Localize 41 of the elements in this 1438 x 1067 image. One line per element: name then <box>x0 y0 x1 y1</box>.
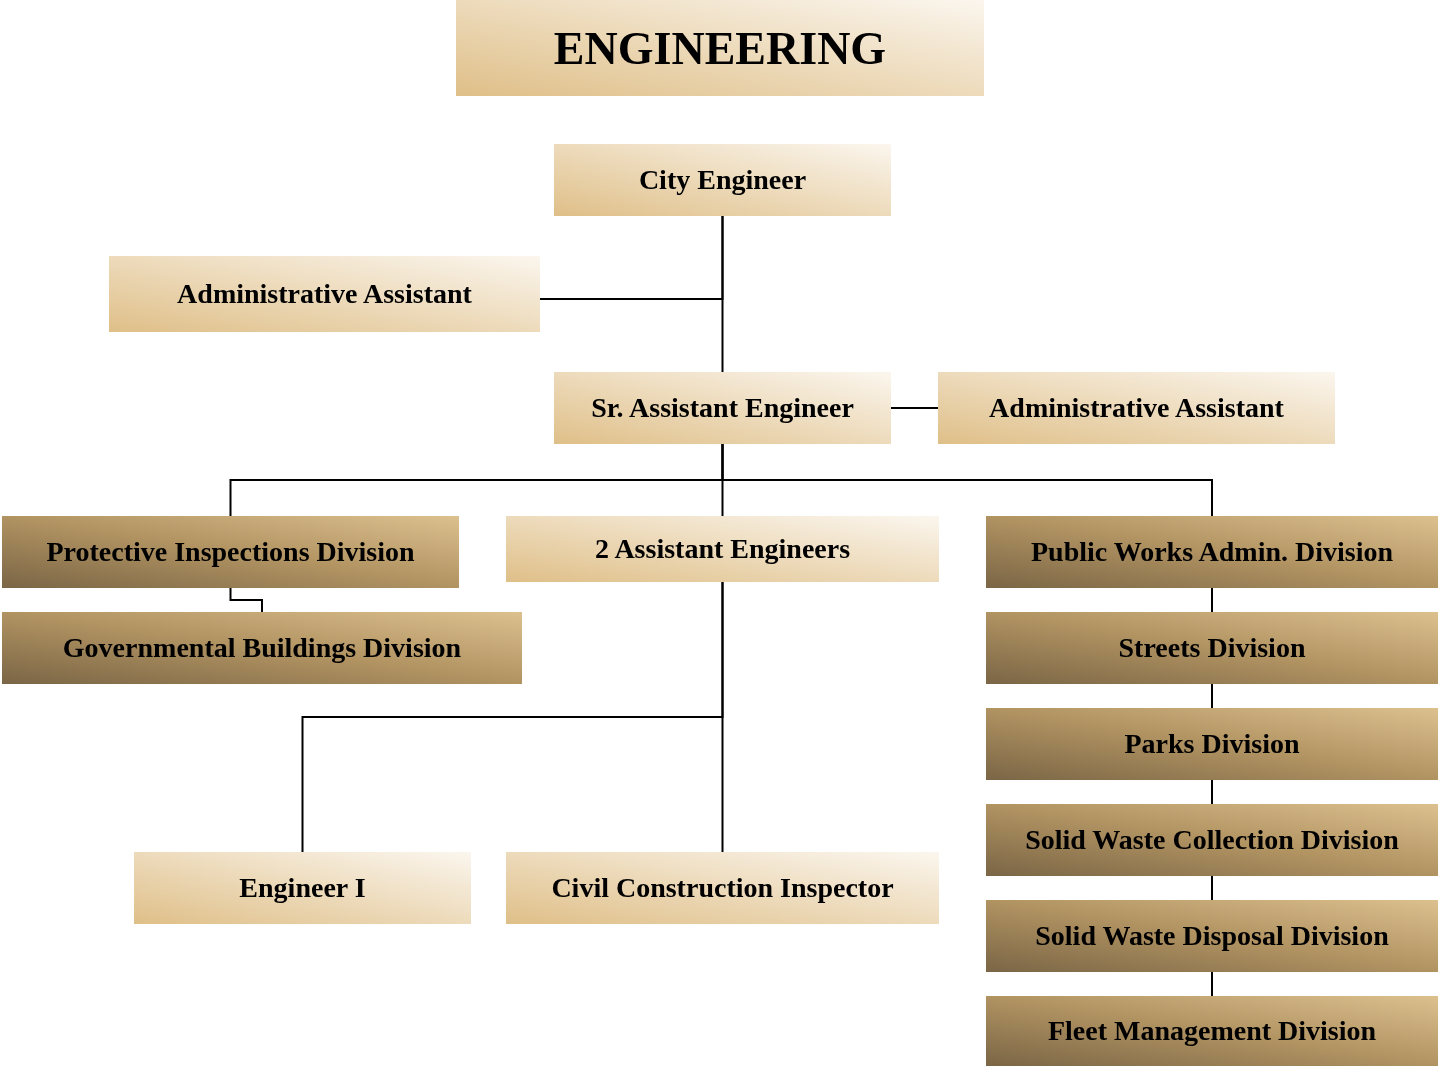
connector-line <box>1211 971 1213 997</box>
position-box <box>506 516 939 582</box>
division-box <box>986 900 1438 972</box>
connector-line <box>1211 875 1213 901</box>
position-title: Engineer I <box>239 872 366 904</box>
position-title: Governmental Buildings Division <box>62 632 462 664</box>
connector-line <box>721 581 724 853</box>
position-title: Sr. Assistant Engineer <box>591 392 854 424</box>
division-box <box>986 996 1438 1066</box>
connector-line <box>890 407 939 409</box>
position-title: Fleet Management Division <box>1047 1015 1377 1047</box>
connector-line <box>539 215 724 300</box>
position-box <box>506 852 939 924</box>
connector-line <box>1211 683 1213 709</box>
position-title: Administrative Assistant <box>177 278 472 310</box>
position-title: 2 Assistant Engineers <box>594 533 851 565</box>
position-title: Solid Waste Disposal Division <box>1035 920 1389 952</box>
position-title: Public Works Admin. Division <box>1031 536 1393 568</box>
division-box <box>986 612 1438 684</box>
position-title: Solid Waste Collection Division <box>1025 824 1399 856</box>
division-box <box>2 612 522 684</box>
position-box <box>109 256 540 332</box>
position-title: Streets Division <box>1118 632 1306 664</box>
division-box <box>986 708 1438 780</box>
position-title: Civil Construction Inspector <box>551 872 894 904</box>
division-box <box>986 516 1438 588</box>
connector-line <box>721 443 1213 517</box>
position-title: Parks Division <box>1124 728 1300 760</box>
title: ENGINEERING <box>553 21 887 75</box>
connector-line <box>229 587 263 613</box>
position-box <box>134 852 471 924</box>
position-box <box>938 372 1335 444</box>
position-title: Administrative Assistant <box>989 392 1284 424</box>
position-box <box>554 372 891 444</box>
position-title: City Engineer <box>638 164 807 196</box>
connector-line <box>1211 779 1213 805</box>
connector-line <box>1211 587 1213 613</box>
division-box <box>986 804 1438 876</box>
position-box <box>554 144 891 216</box>
position-title: Protective Inspections Division <box>46 536 415 568</box>
division-box <box>2 516 459 588</box>
